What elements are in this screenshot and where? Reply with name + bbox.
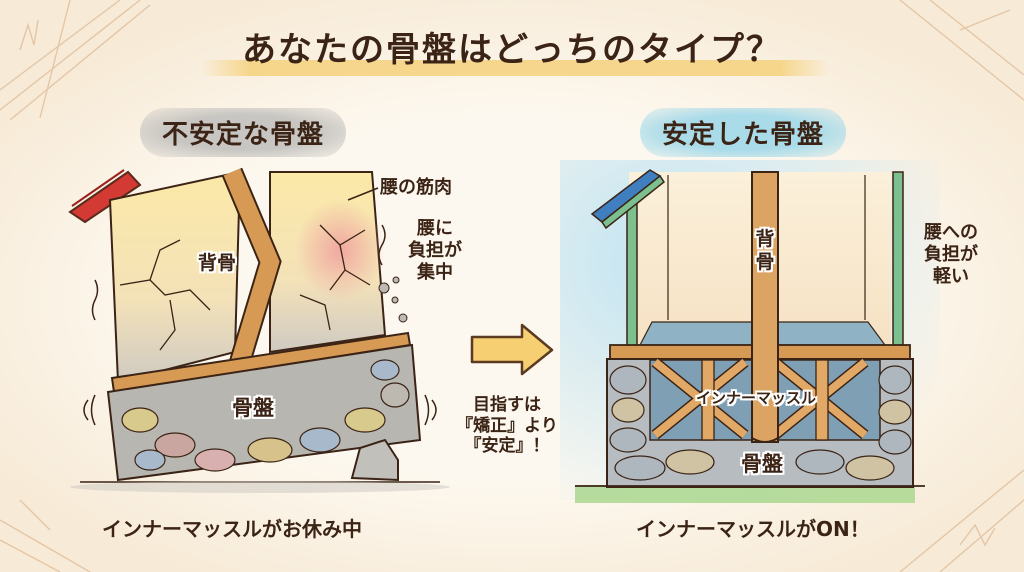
reduced-strain-label: 腰への 負担が 軽い: [916, 222, 986, 288]
red-roof: [68, 169, 142, 224]
spine-char-1: 背: [755, 228, 775, 250]
spine-char-2: 骨: [755, 251, 775, 274]
goal-line-3: 『安定』！: [464, 436, 550, 457]
page-title: あなたの骨盤はどっちのタイプ？: [242, 30, 782, 70]
strain-line-3: 集中: [417, 261, 453, 283]
strain-concentrated-label: 腰に 負担が 集中: [408, 218, 462, 284]
pelvis-label-left: 骨盤: [232, 396, 274, 420]
goal-line-1: 目指すは: [473, 395, 541, 415]
inner-muscle-label: インナーマッスル: [696, 389, 817, 407]
relief-line-1: 腰への: [924, 222, 978, 243]
title-highlight: [200, 60, 830, 76]
spine-label-left: 背骨: [198, 252, 237, 274]
strain-line-2: 負担が: [408, 239, 462, 261]
goal-line-2: 『矯正』より: [456, 415, 558, 436]
stable-pelvis-badge: 安定した骨盤: [640, 108, 847, 157]
relief-line-2: 負担が: [924, 243, 978, 265]
left-caption: インナーマッスルがお休み中: [102, 517, 362, 541]
spine-label-right: 背 骨: [754, 228, 776, 274]
unstable-pelvis-stone-block: [106, 343, 422, 482]
lower-back-muscle-label: 腰の筋肉: [380, 177, 452, 198]
pelvis-label-right: 骨盤: [741, 452, 783, 476]
blue-roof: [590, 169, 666, 230]
unstable-pelvis-badge: 不安定な骨盤: [140, 108, 347, 157]
relief-line-3: 軽い: [933, 265, 969, 287]
strain-line-1: 腰に: [417, 218, 453, 239]
right-caption: インナーマッスルがON！: [636, 517, 870, 541]
goal-message: 目指すは 『矯正』より 『安定』！: [447, 395, 567, 457]
